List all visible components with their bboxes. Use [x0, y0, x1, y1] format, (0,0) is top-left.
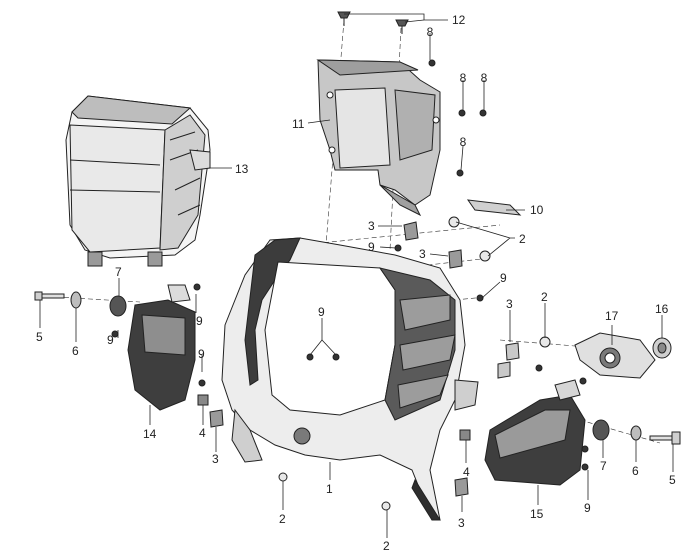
callout-9: 9: [107, 333, 114, 347]
screws-part-2: [278, 216, 551, 511]
callout-16: 16: [655, 302, 669, 316]
callout-15: 15: [530, 507, 544, 521]
screws-part-9: [111, 244, 589, 471]
callout-1: 1: [326, 482, 333, 496]
callout-4: 4: [199, 426, 206, 440]
callout-9: 9: [196, 314, 203, 328]
callout-8: 8: [460, 135, 467, 149]
trim-strip-part-10: [466, 199, 522, 216]
callout-labels: 12 8 8 8 8 11 13 10 3 2 9 3 9 3 2 17 16 …: [36, 13, 676, 553]
callout-6: 6: [632, 464, 639, 478]
callout-8: 8: [460, 71, 467, 85]
callout-9: 9: [318, 305, 325, 319]
front-cowl-frame-part-1: [221, 237, 479, 521]
callout-3: 3: [506, 297, 513, 311]
callout-12: 12: [452, 13, 466, 27]
right-bracket-part-15: [484, 379, 586, 486]
screws-part-8: [428, 59, 487, 177]
callout-9: 9: [584, 501, 591, 515]
callout-8: 8: [427, 25, 434, 39]
callout-7: 7: [600, 459, 607, 473]
callout-3: 3: [212, 452, 219, 466]
callout-17: 17: [605, 309, 619, 323]
callout-10: 10: [530, 203, 544, 217]
callout-7: 7: [115, 265, 122, 279]
callout-9: 9: [368, 240, 375, 254]
support-bracket-part-17: [574, 332, 656, 379]
headlamp-assembly-part-13: [65, 95, 211, 267]
grommet-part-16: [652, 337, 672, 359]
right-fastener-stack: [592, 419, 681, 445]
mounting-bracket-part-11: [316, 59, 441, 217]
callout-11: 11: [292, 117, 305, 131]
callout-9: 9: [198, 347, 205, 361]
callout-3: 3: [368, 219, 375, 233]
leader-lines: [39, 13, 674, 538]
callout-5: 5: [669, 473, 676, 487]
callout-2: 2: [383, 539, 390, 553]
callout-14: 14: [143, 427, 157, 441]
callout-9: 9: [500, 271, 507, 285]
callout-13: 13: [235, 162, 249, 176]
callout-3: 3: [419, 247, 426, 261]
callout-2: 2: [541, 290, 548, 304]
clips-part-3: [209, 221, 520, 497]
callout-5: 5: [36, 330, 43, 344]
callout-8: 8: [481, 71, 488, 85]
callout-2: 2: [519, 232, 526, 246]
callout-4: 4: [463, 465, 470, 479]
left-fastener-stack: [34, 291, 127, 317]
left-bracket-part-14: [127, 284, 196, 411]
callout-2: 2: [279, 512, 286, 526]
callout-3: 3: [458, 516, 465, 530]
push-rivets-part-12: [337, 11, 409, 34]
callout-6: 6: [72, 344, 79, 358]
